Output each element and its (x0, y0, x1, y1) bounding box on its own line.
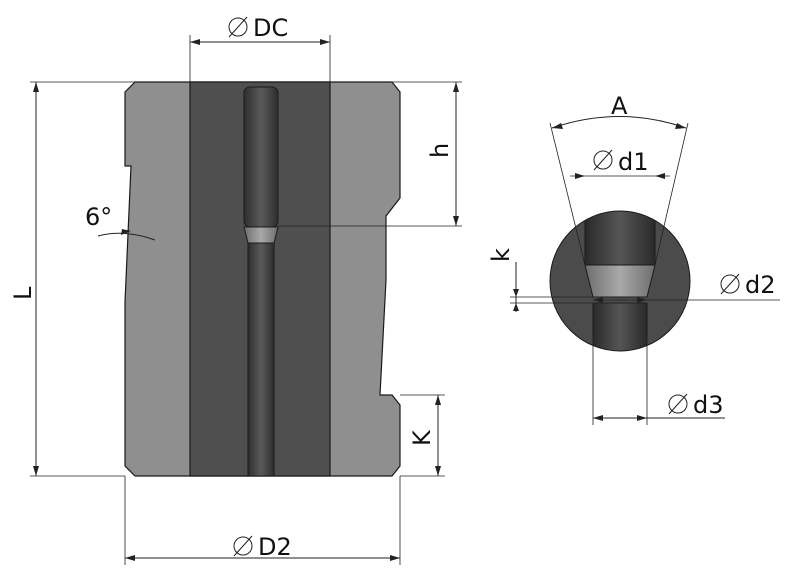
d3-label: d3 (693, 391, 724, 419)
detail-cone (584, 264, 656, 298)
lower-channel (247, 242, 275, 477)
dim-angle: 6° (85, 203, 156, 241)
d2-main-label: D2 (258, 533, 292, 561)
d2-detail-label: d2 (745, 271, 776, 299)
d1-label: d1 (618, 148, 649, 176)
channel-cone (243, 226, 279, 244)
dim-dc: DC (189, 14, 331, 82)
angle-label: 6° (85, 203, 112, 231)
bushing-body (124, 81, 401, 477)
l-label: L (9, 286, 37, 300)
dim-k-lower: k (487, 248, 593, 312)
k-upper-label: K (408, 429, 436, 446)
detail-lower-bore (592, 302, 648, 351)
dim-a: A (549, 92, 689, 266)
upper-channel (243, 86, 279, 228)
detail-view (549, 210, 691, 352)
detail-upper-bore (584, 211, 656, 266)
dim-d1: d1 (570, 148, 670, 179)
dim-d2-detail: d2 (593, 271, 780, 303)
dim-k-upper: K (400, 394, 445, 477)
a-label: A (611, 92, 628, 120)
k-lower-label: k (487, 248, 515, 262)
dim-h: h (278, 81, 462, 227)
dc-label: DC (253, 14, 288, 42)
dim-d3: d3 (592, 333, 725, 425)
dim-l: L (9, 81, 135, 477)
dim-d2-main: D2 (124, 476, 401, 565)
h-label: h (426, 143, 454, 158)
